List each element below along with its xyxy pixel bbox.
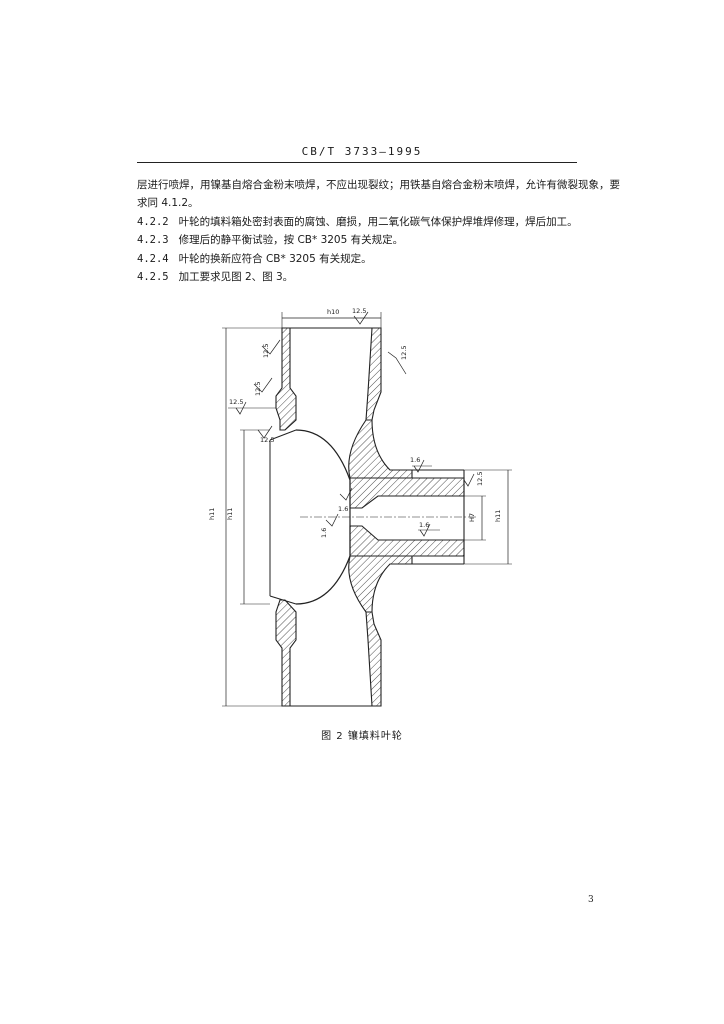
figure-caption: 图 2 镶填料叶轮 xyxy=(321,731,403,742)
paragraph-text: 加工要求见图 2、图 3。 xyxy=(178,271,294,284)
right-wall-upper xyxy=(365,327,382,421)
paragraph-text: 叶轮的换新应符合 CB* 3205 有关规定。 xyxy=(178,252,372,265)
roughness-value: 12.5 xyxy=(400,346,408,360)
hub-disk-lower xyxy=(348,555,413,613)
hub-body-upper xyxy=(349,477,465,509)
hub-disk-upper xyxy=(348,419,413,479)
paragraph: 层进行喷焊，用镍基自熔合金粉末喷焊，不应出现裂纹；用铁基自熔合金粉末喷焊，允许有… xyxy=(137,176,620,194)
left-wall-upper xyxy=(275,327,297,431)
dim-hub-inner: H7 xyxy=(468,513,476,522)
roughness-value: 12.5 xyxy=(476,472,484,486)
dim-left-inner: h11 xyxy=(226,508,234,520)
dim-left-outer: h11 xyxy=(208,508,216,520)
paragraph-text: 叶轮的填料箱处密封表面的腐蚀、磨损，用二氧化碳气体保护焊堆焊修理，焊后加工。 xyxy=(178,215,578,228)
roughness-value: 1.6 xyxy=(320,528,328,538)
roughness-value: 1.6 xyxy=(419,521,429,529)
roughness-symbol: 12.5 xyxy=(463,472,484,487)
header-rule xyxy=(137,162,577,163)
clause-number: 4.2.3 xyxy=(137,234,169,247)
clause-number: 4.2.5 xyxy=(137,271,169,284)
roughness-symbol: 1.6 xyxy=(320,513,339,538)
roughness-value: 1.6 xyxy=(338,505,348,513)
roughness-symbol: 1.6 xyxy=(418,521,440,537)
paragraph-text: 求同 4.1.2。 xyxy=(137,197,199,210)
roughness-symbol: 1.6 xyxy=(338,487,353,513)
paragraph: 4.2.2 叶轮的填料箱处密封表面的腐蚀、磨损，用二氧化碳气体保护焊堆焊修理，焊后… xyxy=(137,213,597,231)
roughness-value: 1.6 xyxy=(410,456,420,464)
dim-top-width: h10 xyxy=(327,308,339,316)
roughness-value: 12.5 xyxy=(352,307,366,315)
shroud-curve xyxy=(295,429,351,605)
roughness-symbol: 12.5 xyxy=(261,339,281,358)
roughness-symbol: 12.5 xyxy=(228,398,276,415)
left-wall-lower xyxy=(275,599,297,707)
clause-number: 4.2.4 xyxy=(137,252,169,265)
paragraph: 求同 4.1.2。 xyxy=(137,194,597,212)
roughness-value: 12.5 xyxy=(260,436,274,444)
seat-bottom xyxy=(269,595,297,605)
right-wall-lower xyxy=(365,611,382,707)
roughness-symbol: 1.6 xyxy=(410,456,432,473)
paragraph-text: 层进行喷焊，用镍基自熔合金粉末喷焊，不应出现裂纹；用铁基自熔合金粉末喷焊，允许有… xyxy=(137,179,620,191)
paragraph: 4.2.5 加工要求见图 2、图 3。 xyxy=(137,268,597,286)
roughness-symbol: 12.5 xyxy=(352,307,369,325)
page-number: 3 xyxy=(588,895,594,905)
roughness-symbol: 12.5 xyxy=(253,377,273,396)
paragraph-text: 修理后的静平衡试验，按 CB* 3205 有关规定。 xyxy=(178,234,404,247)
roughness-symbol: 12.5 xyxy=(387,346,408,375)
roughness-value: 12.5 xyxy=(254,382,262,396)
paragraph: 4.2.3 修理后的静平衡试验，按 CB* 3205 有关规定。 xyxy=(137,231,597,249)
dim-hub-outer: h11 xyxy=(494,510,502,522)
standard-code: CB/T 3733—1995 xyxy=(301,145,423,158)
roughness-value: 12.5 xyxy=(229,398,243,406)
seat-top xyxy=(269,429,297,441)
roughness-value: 12.5 xyxy=(262,344,270,358)
clause-number: 4.2.2 xyxy=(137,215,169,228)
body-text: 层进行喷焊，用镍基自熔合金粉末喷焊，不应出现裂纹；用铁基自熔合金粉末喷焊，允许有… xyxy=(137,176,620,286)
roughness-symbol: 12.5 xyxy=(257,425,274,444)
paragraph: 4.2.4 叶轮的换新应符合 CB* 3205 有关规定。 xyxy=(137,250,597,268)
hub-body-lower xyxy=(349,525,465,557)
